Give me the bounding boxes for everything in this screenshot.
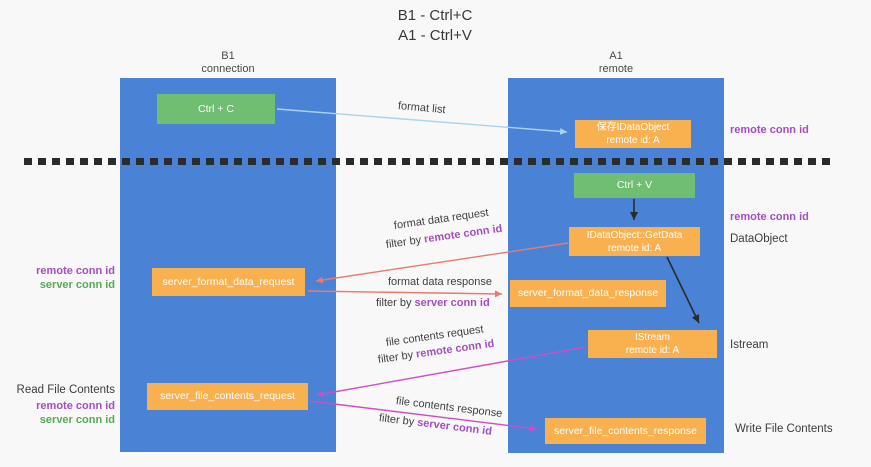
node-server-file-contents-response: server_file_contents_response (545, 418, 706, 444)
node-ctrl-v-label: Ctrl + V (616, 179, 653, 191)
lane-b1-role: connection (201, 63, 255, 75)
right-istream-label: Istream (730, 339, 769, 351)
right-dataobject-label: DataObject (730, 233, 788, 245)
left-server-conn-id-1: server conn id (39, 278, 115, 291)
node-save-dataobject-line1: 保存IDataObject (596, 122, 670, 133)
node-server-file-contents-request-label: server_file_contents_request (160, 390, 295, 402)
node-getdata: IDataObject::GetData remote id: A (569, 227, 700, 256)
node-istream-line1: IStream (634, 332, 670, 343)
server-conn-id-text: server conn id (416, 416, 493, 438)
filter-by-text: filter by (377, 348, 417, 366)
left-remote-conn-id-2: remote conn id (36, 400, 115, 412)
right-remote-conn-id-mid: remote conn id (730, 211, 809, 223)
edge-label-filter-server-1: filter by server conn id (376, 297, 490, 309)
read-file-contents-text: Read File Contents (16, 384, 115, 396)
left-conn-ids-top: remote conn id server conn id (10, 265, 115, 292)
title-line-1: B1 - Ctrl+C (397, 7, 473, 24)
node-server-format-data-response: server_format_data_response (510, 280, 666, 307)
lane-a1-name: A1 (609, 50, 623, 62)
server-conn-id-text: server conn id (414, 297, 490, 309)
diagram-title: B1 - Ctrl+C A1 - Ctrl+V (315, 6, 555, 46)
left-remote-conn-id-1: remote conn id (36, 265, 115, 277)
node-server-file-contents-request: server_file_contents_request (147, 383, 308, 410)
node-istream-line2: remote id: A (625, 345, 680, 356)
filter-by-text: filter by (378, 412, 418, 429)
node-server-format-data-request-label: server_format_data_request (162, 275, 295, 288)
edge-label-format-data-response: format data response (388, 276, 492, 288)
filter-by-text: filter by (376, 297, 415, 309)
format-list-text: format list (397, 100, 447, 117)
node-server-file-contents-response-label: server_file_contents_response (553, 424, 697, 437)
node-ctrl-c: Ctrl + C (157, 94, 275, 124)
node-save-dataobject: 保存IDataObject remote id: A (575, 120, 691, 148)
lane-b1-name: B1 (221, 50, 235, 62)
node-getdata-line2: remote id: A (607, 242, 662, 254)
lane-header-a1: A1 remote (556, 50, 676, 76)
node-save-dataobject-line2: remote id: A (606, 135, 660, 146)
filter-by-text: filter by (385, 233, 425, 251)
right-write-file-contents: Write File Contents (735, 423, 833, 435)
arrow-format-data-response (307, 290, 503, 298)
node-server-format-data-request: server_format_data_request (152, 268, 305, 296)
left-server-conn-id-2: server conn id (39, 413, 115, 426)
dashed-separator (24, 158, 836, 165)
left-read-file-contents: Read File Contents (10, 384, 115, 398)
node-istream: IStream remote id: A (588, 330, 717, 358)
lane-header-b1: B1 connection (168, 50, 288, 76)
title-line-2: A1 - Ctrl+V (398, 27, 472, 44)
node-ctrl-c-label: Ctrl + C (198, 102, 234, 115)
edge-label-format-list: format list (397, 100, 446, 116)
node-server-format-data-response-label: server_format_data_response (517, 287, 659, 299)
left-conn-ids-bottom: remote conn id server conn id (10, 400, 115, 427)
node-getdata-line1: IDataObject::GetData (586, 229, 683, 241)
format-data-response-text: format data response (388, 276, 492, 288)
right-remote-conn-id-top: remote conn id (730, 124, 809, 136)
node-ctrl-v: Ctrl + V (574, 173, 695, 198)
lane-a1-role: remote (598, 63, 634, 75)
